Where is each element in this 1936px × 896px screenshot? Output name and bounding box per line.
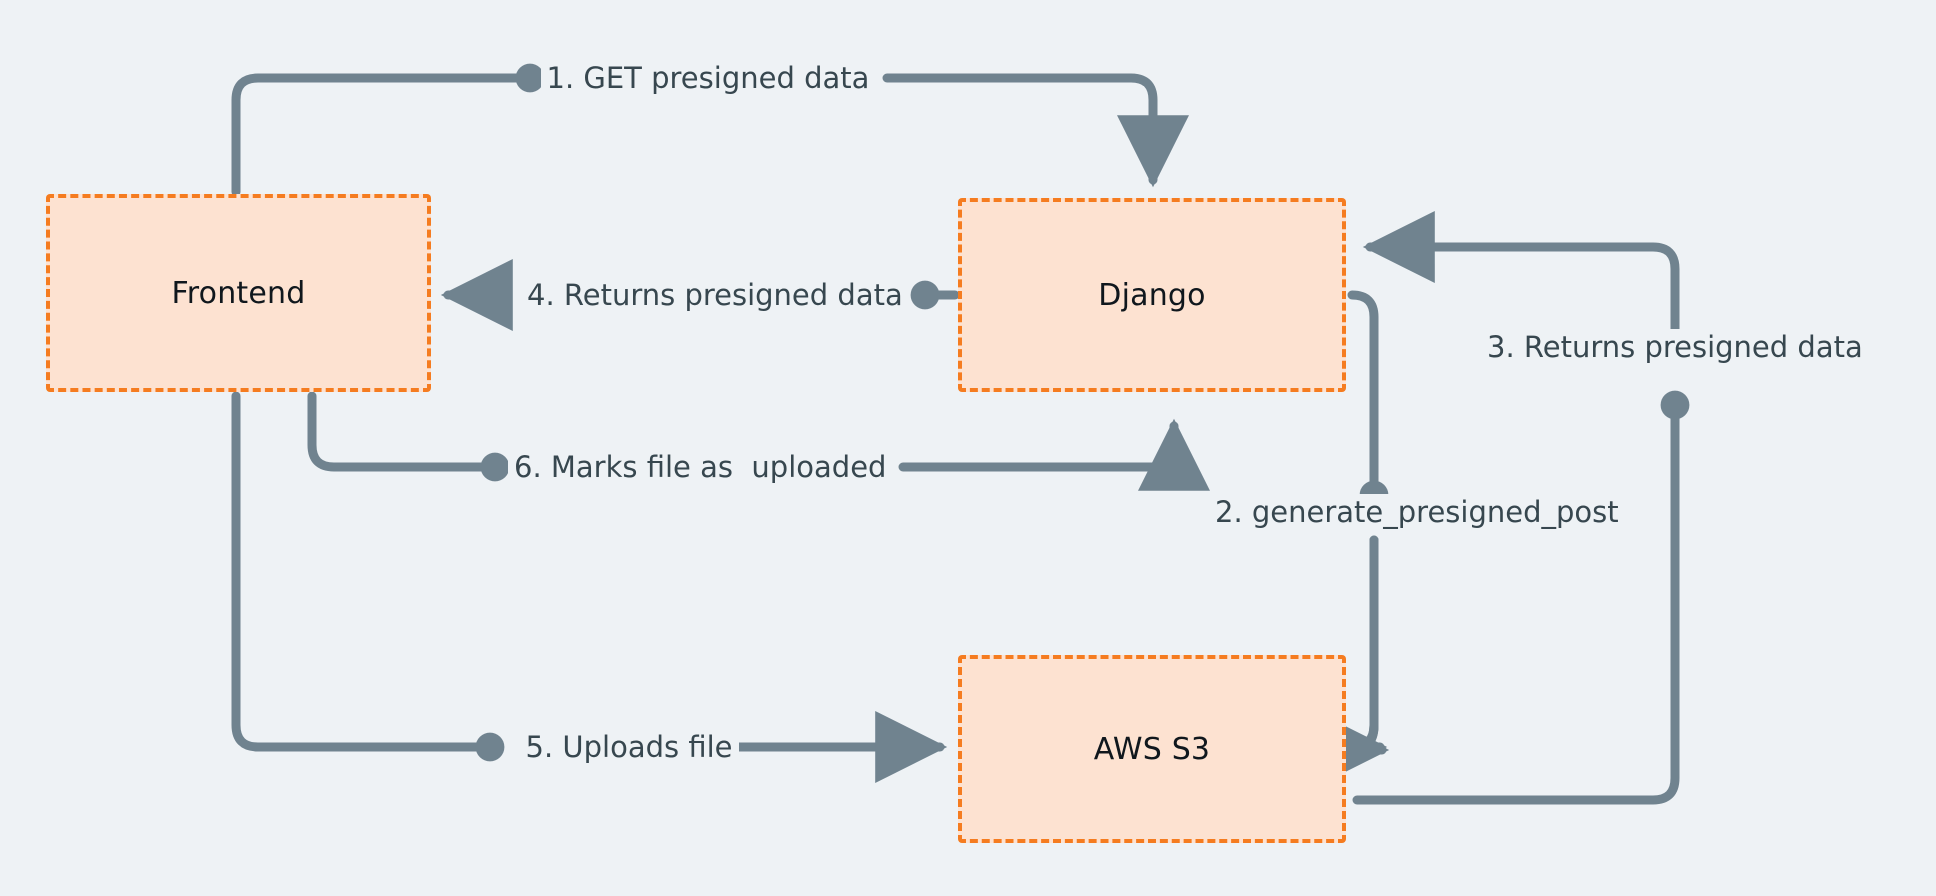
edge-3-path-bottom: [1352, 390, 1690, 805]
edge-3-path-top: [1362, 211, 1680, 335]
edge-6-path-right: [898, 418, 1210, 491]
edge-label-1: 1. GET presigned data: [540, 60, 876, 96]
node-django-label: Django: [1098, 277, 1206, 313]
edge-1-path-right: [882, 73, 1189, 188]
edge-2-final-segment: [1317, 555, 1390, 786]
edge-label-3: 3. Returns presigned data: [1481, 329, 1869, 365]
edge-label-4: 4. Returns presigned data: [521, 277, 909, 313]
edge-label-2: 2. generate_presigned_post: [1209, 494, 1625, 530]
node-aws-s3[interactable]: AWS S3: [958, 655, 1346, 843]
node-frontend-label: Frontend: [171, 275, 306, 311]
edge-1-path: [231, 63, 545, 197]
node-django[interactable]: Django: [958, 198, 1346, 392]
node-frontend[interactable]: Frontend: [46, 194, 431, 392]
edge-6-path-left: [307, 391, 510, 482]
edge-2-path-top: [1347, 290, 1389, 510]
edge-label-6: 6. Marks file as uploaded: [508, 449, 893, 485]
edge-5-path-left: [231, 391, 505, 762]
node-aws-s3-label: AWS S3: [1093, 731, 1211, 767]
edge-label-5: 5. Uploads file: [519, 729, 739, 765]
